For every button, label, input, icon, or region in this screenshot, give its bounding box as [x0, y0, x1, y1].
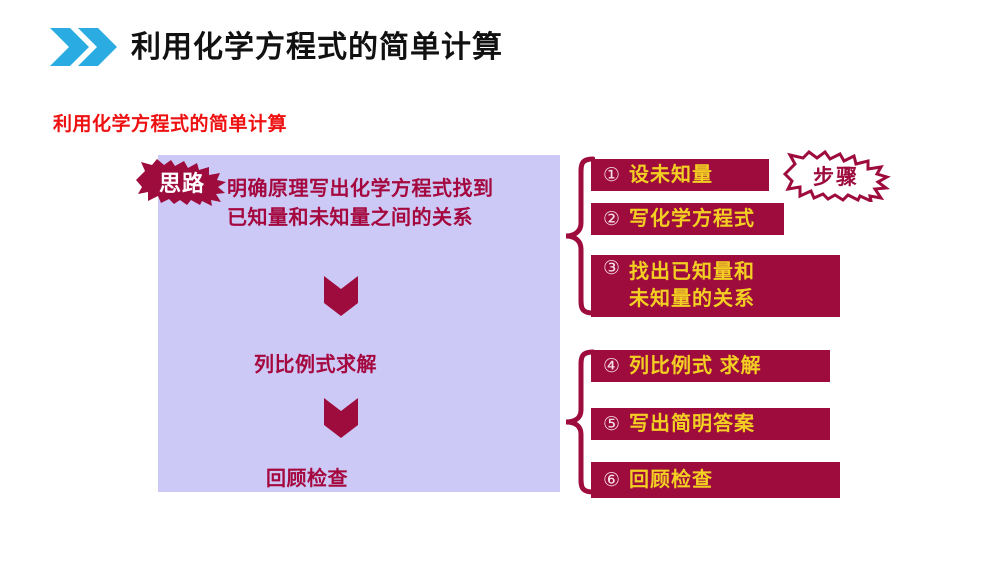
curly-brace-icon: [563, 348, 596, 496]
step-number: ⑤: [603, 413, 621, 435]
idea-panel: [158, 155, 560, 492]
step-number: ③: [603, 258, 621, 279]
step-number: ⑥: [603, 469, 621, 491]
step-label: 写出简明答案: [629, 412, 756, 435]
flow-step-label: 列比例式求解: [254, 354, 377, 376]
step-bar[interactable]: ④ 列比例式 求解: [591, 350, 830, 382]
idea-starburst-badge: 思路: [133, 158, 229, 206]
page-title: 利用化学方程式的简单计算: [131, 31, 503, 64]
step-bar[interactable]: ② 写化学方程式: [591, 203, 784, 235]
section-subtitle: 利用化学方程式的简单计算: [53, 114, 288, 135]
step-label: 回顾检查: [629, 468, 714, 491]
down-chevron-arrow-icon: [324, 393, 358, 438]
step-label: 列比例式 求解: [629, 354, 762, 377]
step-bar[interactable]: ③ 找出已知量和 未知量的关系: [591, 255, 840, 317]
idea-badge-label: 思路: [158, 171, 205, 196]
step-label: 找出已知量和 未知量的关系: [629, 261, 756, 310]
step-label: 写化学方程式: [629, 207, 756, 230]
steps-starburst-badge: 步骤: [781, 150, 891, 202]
flow-step-label: 回顾检查: [266, 468, 348, 490]
step-number: ②: [603, 208, 621, 230]
step-bar[interactable]: ① 设未知量: [591, 159, 769, 191]
step-bar[interactable]: ⑥ 回顾检查: [591, 462, 840, 498]
curly-brace-icon: [563, 155, 596, 317]
down-chevron-arrow-icon: [324, 271, 358, 316]
step-bar[interactable]: ⑤ 写出简明答案: [591, 408, 830, 440]
step-number: ④: [603, 355, 621, 377]
steps-badge-label: 步骤: [813, 166, 859, 189]
idea-paragraph: 明确原理写出化学方程式找到已知量和未知量之间的关系: [227, 178, 494, 229]
step-number: ①: [603, 164, 621, 186]
double-chevron-right-icon: [50, 28, 120, 66]
step-label: 设未知量: [629, 163, 714, 186]
